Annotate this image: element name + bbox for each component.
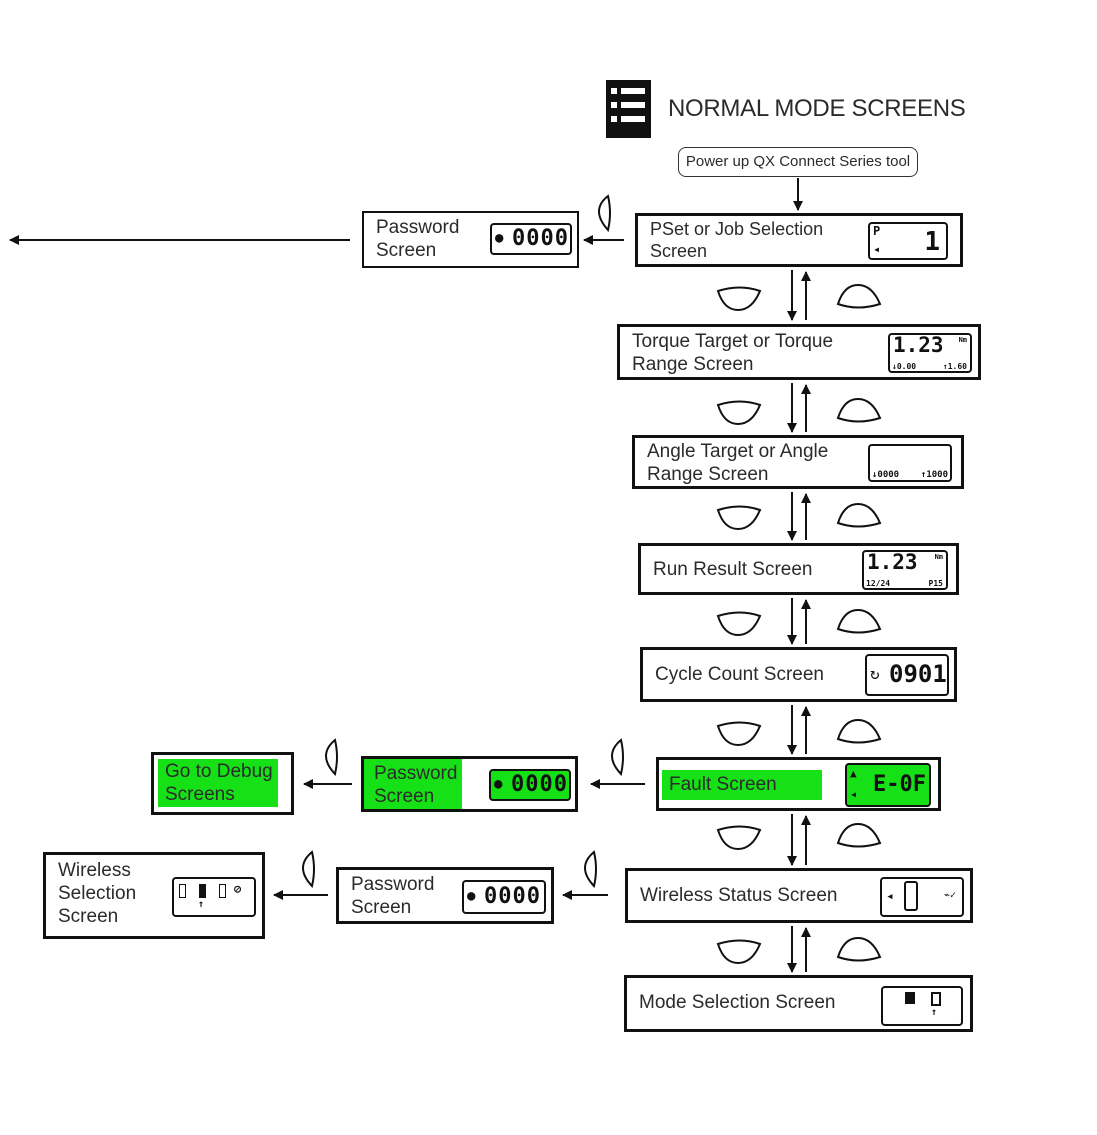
power-up-label: Power up QX Connect Series tool <box>678 147 918 177</box>
torque-label-1: Torque Target or Torque <box>632 331 834 352</box>
wireless-status-label: Wireless Status Screen <box>640 885 838 906</box>
debug-screens-box[interactable]: Go to Debug Screens <box>151 752 294 815</box>
debug-label-2: Screens <box>165 784 235 805</box>
wireless-selection-screen[interactable]: Wireless Selection Screen ↑ ⊘ <box>43 852 265 939</box>
cycle-icon: ↻ <box>870 664 880 683</box>
up-arrow-icon: ↑ <box>198 899 205 910</box>
wireless-icon: ◂ <box>886 889 894 904</box>
run-result-lcd: 1.23 Nm 12/24 P15 <box>862 550 948 590</box>
menu-list-icon <box>606 80 651 138</box>
device-selected-icon <box>199 884 206 898</box>
torque-lcd: 1.23 Nm ↓0.00 ↑1.60 <box>888 333 972 373</box>
device-icon <box>179 884 186 898</box>
fault-highlight <box>662 770 822 800</box>
device-half-icon <box>219 884 226 898</box>
password-top-label-2: Screen <box>376 240 437 261</box>
torque-lcd-low: ↓0.00 <box>892 362 917 371</box>
cycle-count-lcd: ↻ 0901 <box>865 654 949 696</box>
password-top-label-1: Password <box>376 217 460 238</box>
pset-lcd-value: 1 <box>924 227 940 257</box>
mode-selection-lcd: ↑ <box>881 986 963 1026</box>
no-signal-icon: ⊘ <box>234 882 242 896</box>
password-fault-lcd-value: 0000 <box>511 772 568 797</box>
password-top-lcd-value: 0000 <box>512 226 569 251</box>
password-screen-wireless[interactable]: Password Screen ● 0000 <box>336 867 554 924</box>
angle-target-screen[interactable]: Angle Target or Angle Range Screen ↓0000… <box>632 435 964 489</box>
angle-lcd: ↓0000 ↑1000 <box>868 444 952 482</box>
mode-list-icon <box>931 992 941 1006</box>
torque-target-screen[interactable]: Torque Target or Torque Range Screen 1.2… <box>617 324 981 380</box>
password-wireless-label-1: Password <box>351 874 435 895</box>
run-result-lcd-date: 12/24 <box>866 579 891 588</box>
wireless-status-screen[interactable]: Wireless Status Screen ◂ ⌁✓ <box>625 868 973 923</box>
device-icon <box>904 881 918 911</box>
wireless-selection-lcd: ↑ ⊘ <box>172 877 256 917</box>
run-result-lcd-unit: Nm <box>934 553 943 561</box>
password-screen-fault[interactable]: Password Screen ● 0000 <box>361 756 578 812</box>
torque-lcd-unit: Nm <box>958 336 967 344</box>
run-result-label: Run Result Screen <box>653 559 813 580</box>
side-button-icons <box>302 194 624 889</box>
password-screen-top[interactable]: Password Screen ● 0000 <box>362 211 579 268</box>
up-button-icons <box>836 283 882 962</box>
wireless-selection-label-3: Screen <box>58 906 119 927</box>
mode-selection-label: Mode Selection Screen <box>639 992 836 1013</box>
down-button-icons <box>716 286 762 965</box>
cycle-count-label: Cycle Count Screen <box>655 664 824 685</box>
cycle-count-lcd-value: 0901 <box>889 660 947 688</box>
lock-icon: ● <box>494 776 503 792</box>
password-fault-lcd: ● 0000 <box>489 769 571 801</box>
password-fault-highlight <box>364 759 462 809</box>
wireless-icon: ◂ <box>873 242 881 256</box>
wireless-selection-label-2: Selection <box>58 883 137 904</box>
password-fault-label-1: Password <box>374 763 458 784</box>
signal-check-icon: ⌁✓ <box>943 890 956 901</box>
pset-lcd: P ◂ 1 <box>868 222 948 260</box>
lock-icon: ● <box>495 230 504 246</box>
fault-label: Fault Screen <box>669 774 777 795</box>
fault-lcd: ▲ ◂ E-0F <box>845 763 931 807</box>
debug-label-1: Go to Debug <box>165 761 273 782</box>
debug-highlight <box>158 759 278 807</box>
pset-lcd-p: P <box>873 224 881 238</box>
cycle-count-screen[interactable]: Cycle Count Screen ↻ 0901 <box>640 647 957 702</box>
torque-label-2: Range Screen <box>632 354 754 375</box>
lock-icon: ● <box>467 888 476 904</box>
mode-device-icon <box>905 992 915 1004</box>
up-arrow-icon: ↑ <box>931 1007 938 1018</box>
diagram-title: NORMAL MODE SCREENS <box>668 95 966 122</box>
run-result-screen[interactable]: Run Result Screen 1.23 Nm 12/24 P15 <box>638 543 959 595</box>
angle-lcd-high: ↑1000 <box>920 470 948 480</box>
pset-selection-screen[interactable]: PSet or Job Selection Screen P ◂ 1 <box>635 213 963 267</box>
run-result-lcd-pset: P15 <box>928 579 943 588</box>
torque-lcd-value: 1.23 <box>893 333 944 357</box>
password-top-lcd: ● 0000 <box>490 223 572 255</box>
pset-label-2: Screen <box>650 241 708 261</box>
warning-icon: ▲ <box>850 767 857 780</box>
mode-selection-screen[interactable]: Mode Selection Screen ↑ <box>624 975 973 1032</box>
vertical-arrows <box>787 270 811 973</box>
fault-lcd-value: E-0F <box>873 772 926 797</box>
password-wireless-lcd: ● 0000 <box>462 880 546 914</box>
angle-label-2: Range Screen <box>647 464 769 485</box>
fault-screen[interactable]: Fault Screen ▲ ◂ E-0F <box>656 757 941 811</box>
wireless-icon: ◂ <box>850 787 858 801</box>
torque-lcd-high: ↑1.60 <box>942 362 967 371</box>
pset-label-1: PSet or Job Selection <box>650 219 824 239</box>
password-fault-label-2: Screen <box>374 786 435 807</box>
angle-lcd-low: ↓0000 <box>872 470 900 480</box>
password-wireless-lcd-value: 0000 <box>484 884 541 909</box>
horizontal-arrows <box>9 235 645 900</box>
run-result-lcd-value: 1.23 <box>867 550 918 574</box>
wireless-selection-label-1: Wireless <box>58 860 131 881</box>
angle-label-1: Angle Target or Angle <box>647 441 829 462</box>
password-wireless-label-2: Screen <box>351 897 412 918</box>
wireless-status-lcd: ◂ ⌁✓ <box>880 877 964 917</box>
